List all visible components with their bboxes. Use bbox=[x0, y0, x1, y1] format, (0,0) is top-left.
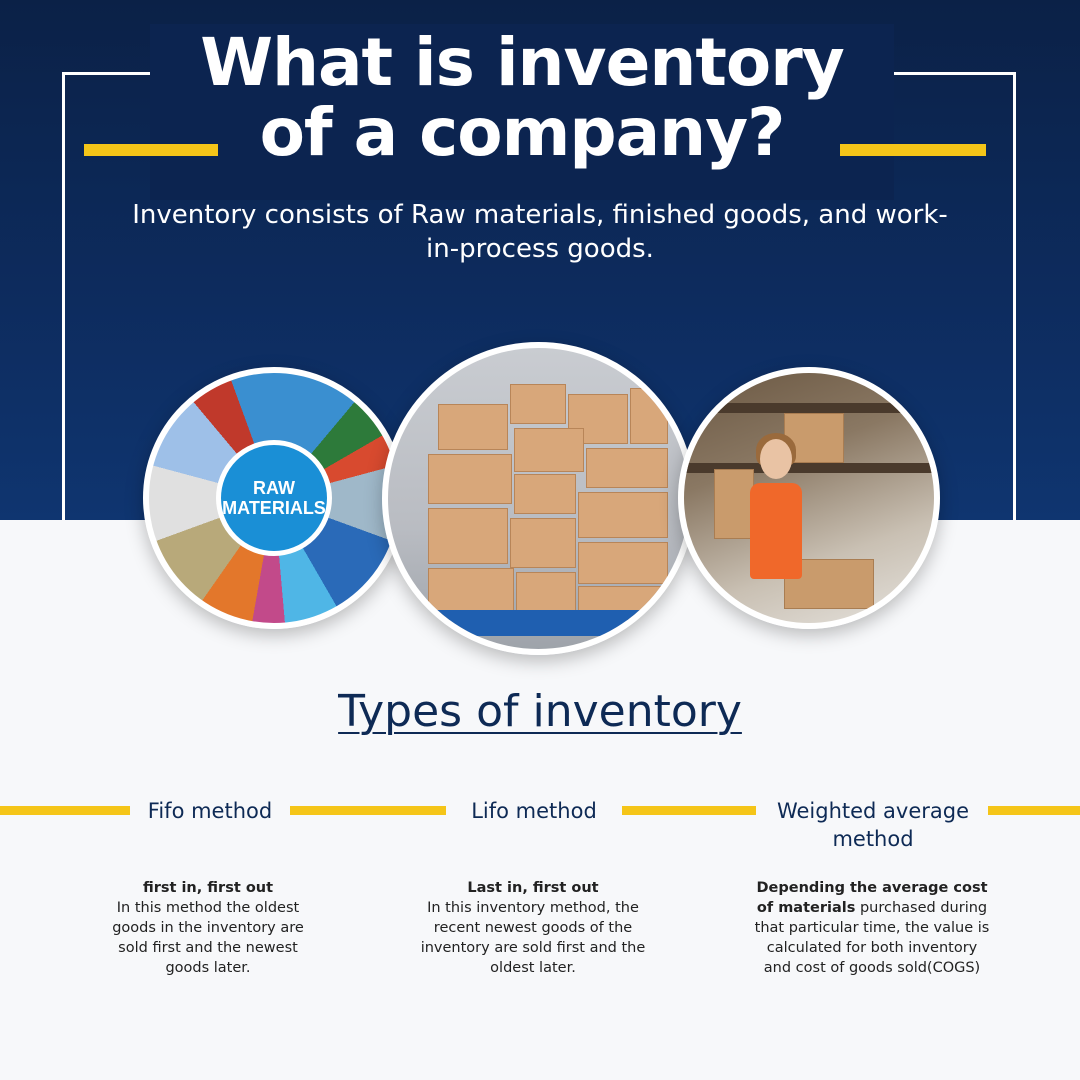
finished-goods-image bbox=[382, 342, 695, 655]
method-body-fifo: first in, first out In this method the o… bbox=[98, 878, 318, 978]
title-bar-left bbox=[84, 144, 218, 156]
method-heading-fifo: Fifo method bbox=[147, 799, 273, 823]
method-lead-fifo: first in, first out bbox=[142, 880, 274, 896]
method-text-fifo: In this method the oldest goods in the i… bbox=[112, 900, 304, 976]
method-lead-weighted: Depending the average cost of materials bbox=[756, 880, 988, 916]
title-bar-right bbox=[840, 144, 986, 156]
frame-top-left bbox=[62, 72, 152, 75]
box-pallet bbox=[418, 364, 668, 624]
method-bar-4 bbox=[988, 806, 1080, 815]
method-heading-weighted: Weighted average method bbox=[776, 799, 970, 851]
method-bar-1 bbox=[0, 806, 130, 815]
method-text-lifo: In this inventory method, the recent new… bbox=[420, 900, 646, 976]
frame-left bbox=[62, 72, 65, 520]
title-backdrop bbox=[150, 24, 894, 200]
worker-vest bbox=[750, 483, 802, 579]
method-body-lifo: Last in, first out In this inventory met… bbox=[408, 878, 658, 978]
method-lead-lifo: Last in, first out bbox=[467, 880, 599, 896]
page-subtitle: Inventory consists of Raw materials, fin… bbox=[132, 200, 948, 264]
page-title: What is inventory of a company? bbox=[200, 24, 845, 171]
section-title: Types of inventory bbox=[338, 686, 742, 737]
warehouse-worker-image bbox=[678, 367, 940, 629]
method-heading-lifo: Lifo method bbox=[471, 799, 597, 823]
worker-head bbox=[760, 439, 792, 479]
raw-materials-image: RAW MATERIALS bbox=[143, 367, 405, 629]
raw-materials-badge: RAW MATERIALS bbox=[216, 440, 332, 556]
method-bar-3 bbox=[622, 806, 756, 815]
frame-top-right bbox=[892, 72, 1016, 75]
method-body-weighted: Depending the average cost of materials … bbox=[752, 878, 992, 978]
frame-right bbox=[1013, 72, 1016, 520]
method-text-weighted: purchased during that particular time, t… bbox=[754, 900, 990, 976]
pallet-base bbox=[428, 610, 668, 636]
method-bar-2 bbox=[290, 806, 446, 815]
